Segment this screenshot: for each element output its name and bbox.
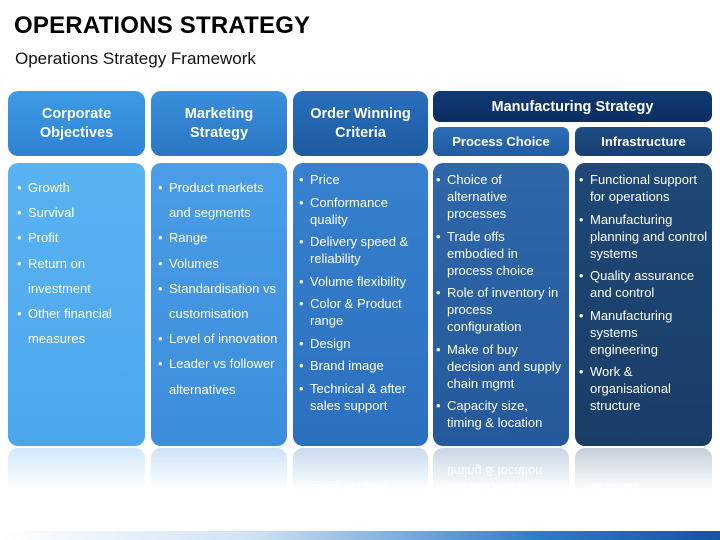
- column-infrastructure: Functional support for operationsManufac…: [575, 163, 712, 446]
- list-item: Make of buy decision and supply chain mg…: [436, 341, 565, 392]
- header-marketing-strategy: Marketing Strategy: [151, 91, 287, 156]
- bottom-accent-bar: [0, 531, 720, 540]
- list-item: Choice of alternative processes: [436, 171, 565, 222]
- header-manufacturing-strategy: Manufacturing Strategy: [433, 91, 712, 122]
- column-marketing-strategy: Product markets and segmentsRangeVolumes…: [151, 163, 287, 446]
- list-item: Delivery speed & reliability: [299, 233, 424, 267]
- list-item: Profit: [17, 225, 139, 250]
- header-process-choice: Process Choice: [433, 127, 569, 156]
- list-process: Choice of alternative processesTrade off…: [436, 171, 565, 431]
- list-item: Volume flexibility: [299, 273, 424, 290]
- list-item: Color & Product range: [299, 295, 424, 329]
- list-item: Product markets and segments: [158, 175, 281, 225]
- list-item: Brand image: [299, 357, 424, 374]
- list-item: Capacity size, timing & location: [436, 397, 565, 431]
- list-item: Level of innovation: [158, 326, 281, 351]
- page-title: OPERATIONS STRATEGY: [14, 12, 311, 39]
- list-corporate: GrowthSurvivalProfitReturn on investment…: [17, 175, 139, 351]
- list-item: Quality assurance and control: [579, 267, 708, 301]
- column-order-winning-criteria: PriceConformance qualityDelivery speed &…: [293, 163, 428, 446]
- list-item: Design: [299, 335, 424, 352]
- header-corporate-objectives: Corporate Objectives: [8, 91, 145, 156]
- list-item: Survival: [17, 200, 139, 225]
- header-infrastructure: Infrastructure: [575, 127, 712, 156]
- list-marketing: Product markets and segmentsRangeVolumes…: [158, 175, 281, 402]
- list-item: Growth: [17, 175, 139, 200]
- list-item: Range: [158, 225, 281, 250]
- column-process-choice: Choice of alternative processesTrade off…: [433, 163, 569, 446]
- list-item: Return on investment: [17, 251, 139, 301]
- header-order-winning-criteria: Order Winning Criteria: [293, 91, 428, 156]
- list-item: Role of inventory in process configurati…: [436, 284, 565, 335]
- list-item: Trade offs embodied in process choice: [436, 228, 565, 279]
- list-item: Price: [299, 171, 424, 188]
- list-item: Other financial measures: [17, 301, 139, 351]
- list-item: Standardisation vs customisation: [158, 276, 281, 326]
- column-corporate-objectives: GrowthSurvivalProfitReturn on investment…: [8, 163, 145, 446]
- list-item: Technical & after sales support: [299, 380, 424, 414]
- list-item: Leader vs follower alternatives: [158, 351, 281, 401]
- list-item: Volumes: [158, 251, 281, 276]
- list-infrastructure: Functional support for operationsManufac…: [579, 171, 708, 414]
- page-subtitle: Operations Strategy Framework: [15, 49, 256, 68]
- list-item: Work & organisational structure: [579, 363, 708, 414]
- list-order: PriceConformance qualityDelivery speed &…: [299, 171, 424, 414]
- list-item: Functional support for operations: [579, 171, 708, 205]
- list-item: Manufacturing planning and control syste…: [579, 211, 708, 262]
- list-item: Conformance quality: [299, 194, 424, 228]
- list-item: Manufacturing systems engineering: [579, 307, 708, 358]
